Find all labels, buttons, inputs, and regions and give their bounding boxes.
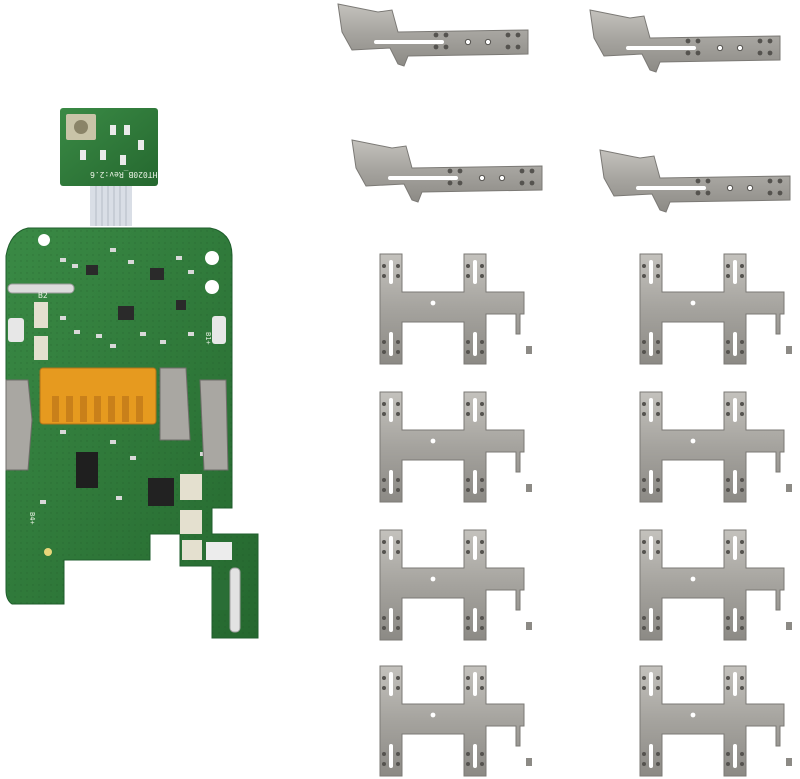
ribbon-cable <box>90 186 132 226</box>
pcb-board: HT020B_Rev:2.6 <box>5 108 259 639</box>
connector-strip <box>337 3 529 67</box>
extension-solder-bar <box>229 567 241 633</box>
h-clip <box>379 665 533 777</box>
push-button-cap <box>74 120 88 134</box>
mosfet <box>148 478 174 506</box>
h-clip <box>379 253 533 365</box>
connector-strip <box>589 9 781 73</box>
pad-b2 <box>34 302 48 328</box>
h-clip <box>379 391 533 503</box>
h-clip <box>379 529 533 641</box>
solder-strip <box>7 283 75 294</box>
ic-chip <box>76 452 98 488</box>
connector-strip <box>351 139 543 203</box>
daughter-board-label: HT020B_Rev:2.6 <box>90 170 158 179</box>
connector-strips <box>337 3 791 213</box>
h-clips <box>379 253 793 777</box>
pad-label: B2 <box>38 291 48 300</box>
h-clip <box>639 391 793 503</box>
h-clip <box>639 665 793 777</box>
board-terminals <box>5 367 229 471</box>
h-clip <box>639 529 793 641</box>
connector-strip <box>599 149 791 213</box>
pad-label: B1+ <box>204 332 212 345</box>
h-clip <box>639 253 793 365</box>
pad-label: B4+ <box>28 512 36 525</box>
